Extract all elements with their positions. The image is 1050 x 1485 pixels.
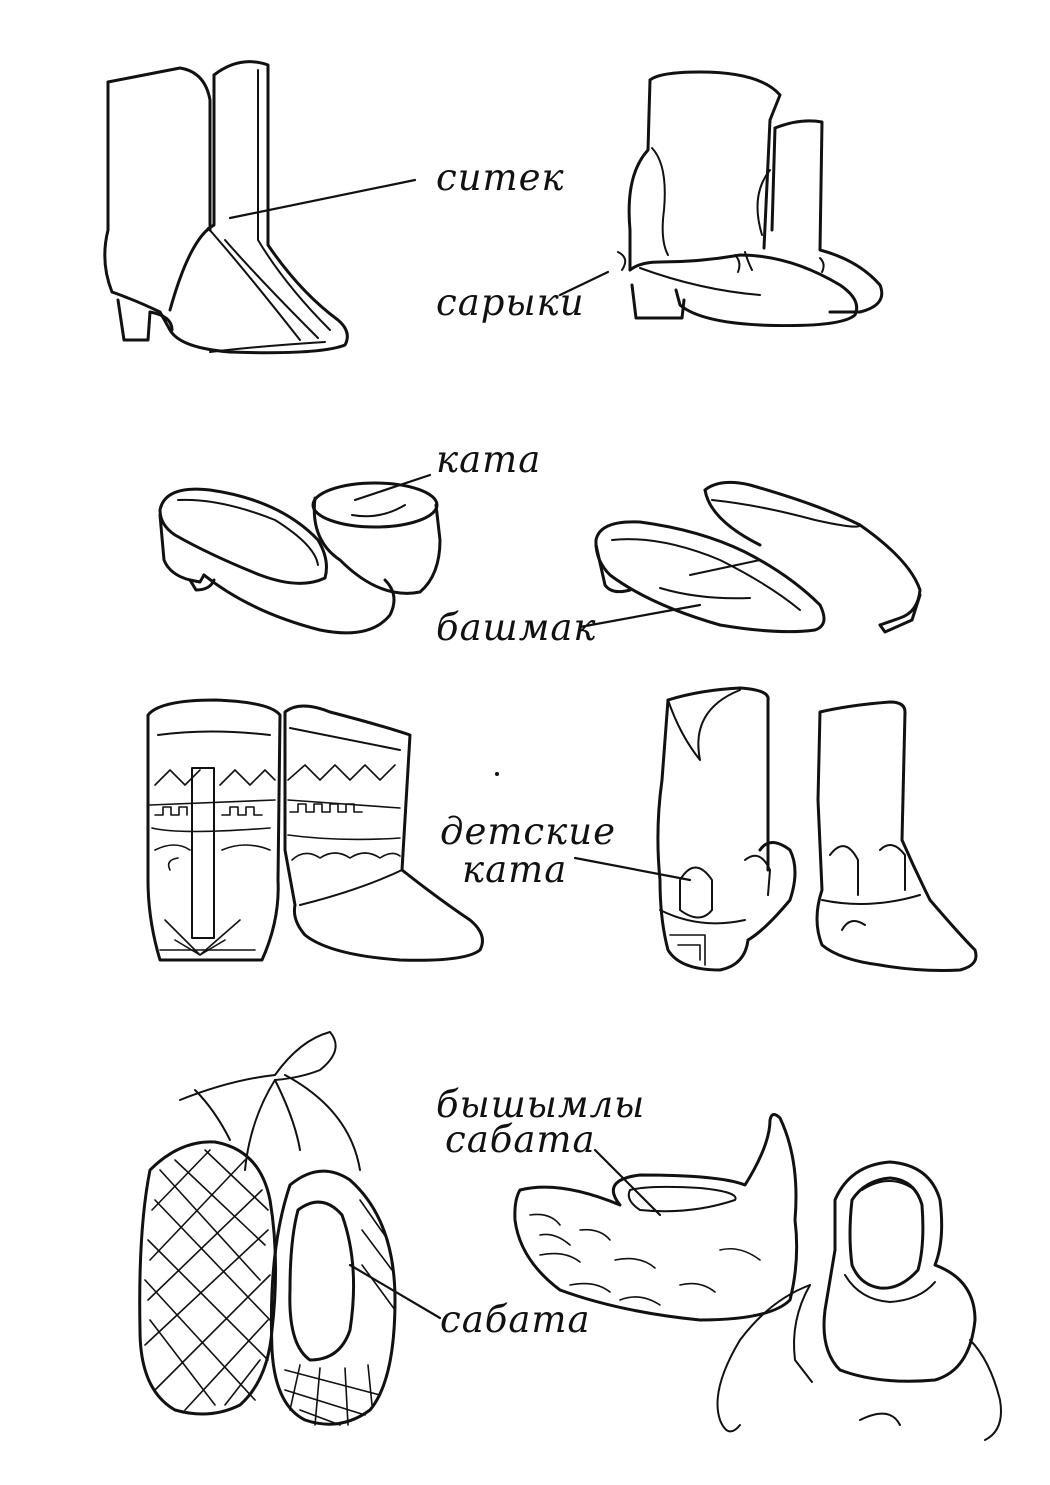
kids-kata-plain-drawing (656, 686, 978, 972)
label-kids-kata-line1: детские (440, 810, 616, 853)
leader-kata (353, 473, 432, 502)
bashmak-shoes-drawing (594, 480, 922, 634)
sabata-bast-shoes-drawing (138, 1031, 397, 1426)
label-bashmak: башмак (436, 606, 597, 649)
label-saryki: сарыки (436, 281, 585, 324)
saryki-boots-drawing (617, 70, 884, 328)
fur-sabata-drawing (513, 1113, 1002, 1441)
label-sitek: ситек (436, 156, 565, 199)
leader-fur-sabata (593, 1148, 662, 1217)
leader-sabata (348, 1263, 442, 1320)
kata-slippers-drawing (158, 481, 442, 635)
leader-saryki (558, 270, 610, 297)
label-fur-sabata-line1: бышымлы (436, 1083, 646, 1126)
stray-dot (495, 772, 499, 776)
label-kids-kata-line2: ката (462, 848, 568, 891)
leader-kids-kata (573, 856, 692, 882)
leader-lines (228, 178, 702, 1320)
kids-kata-ornamented-drawing (146, 698, 484, 962)
label-sabata: сабата (440, 1298, 591, 1341)
sitek-boots-drawing (103, 60, 349, 355)
label-fur-sabata-line2: сабата (445, 1118, 596, 1161)
label-kata: ката (436, 438, 542, 481)
leader-sitek (228, 178, 417, 220)
leader-bashmak (578, 603, 702, 629)
